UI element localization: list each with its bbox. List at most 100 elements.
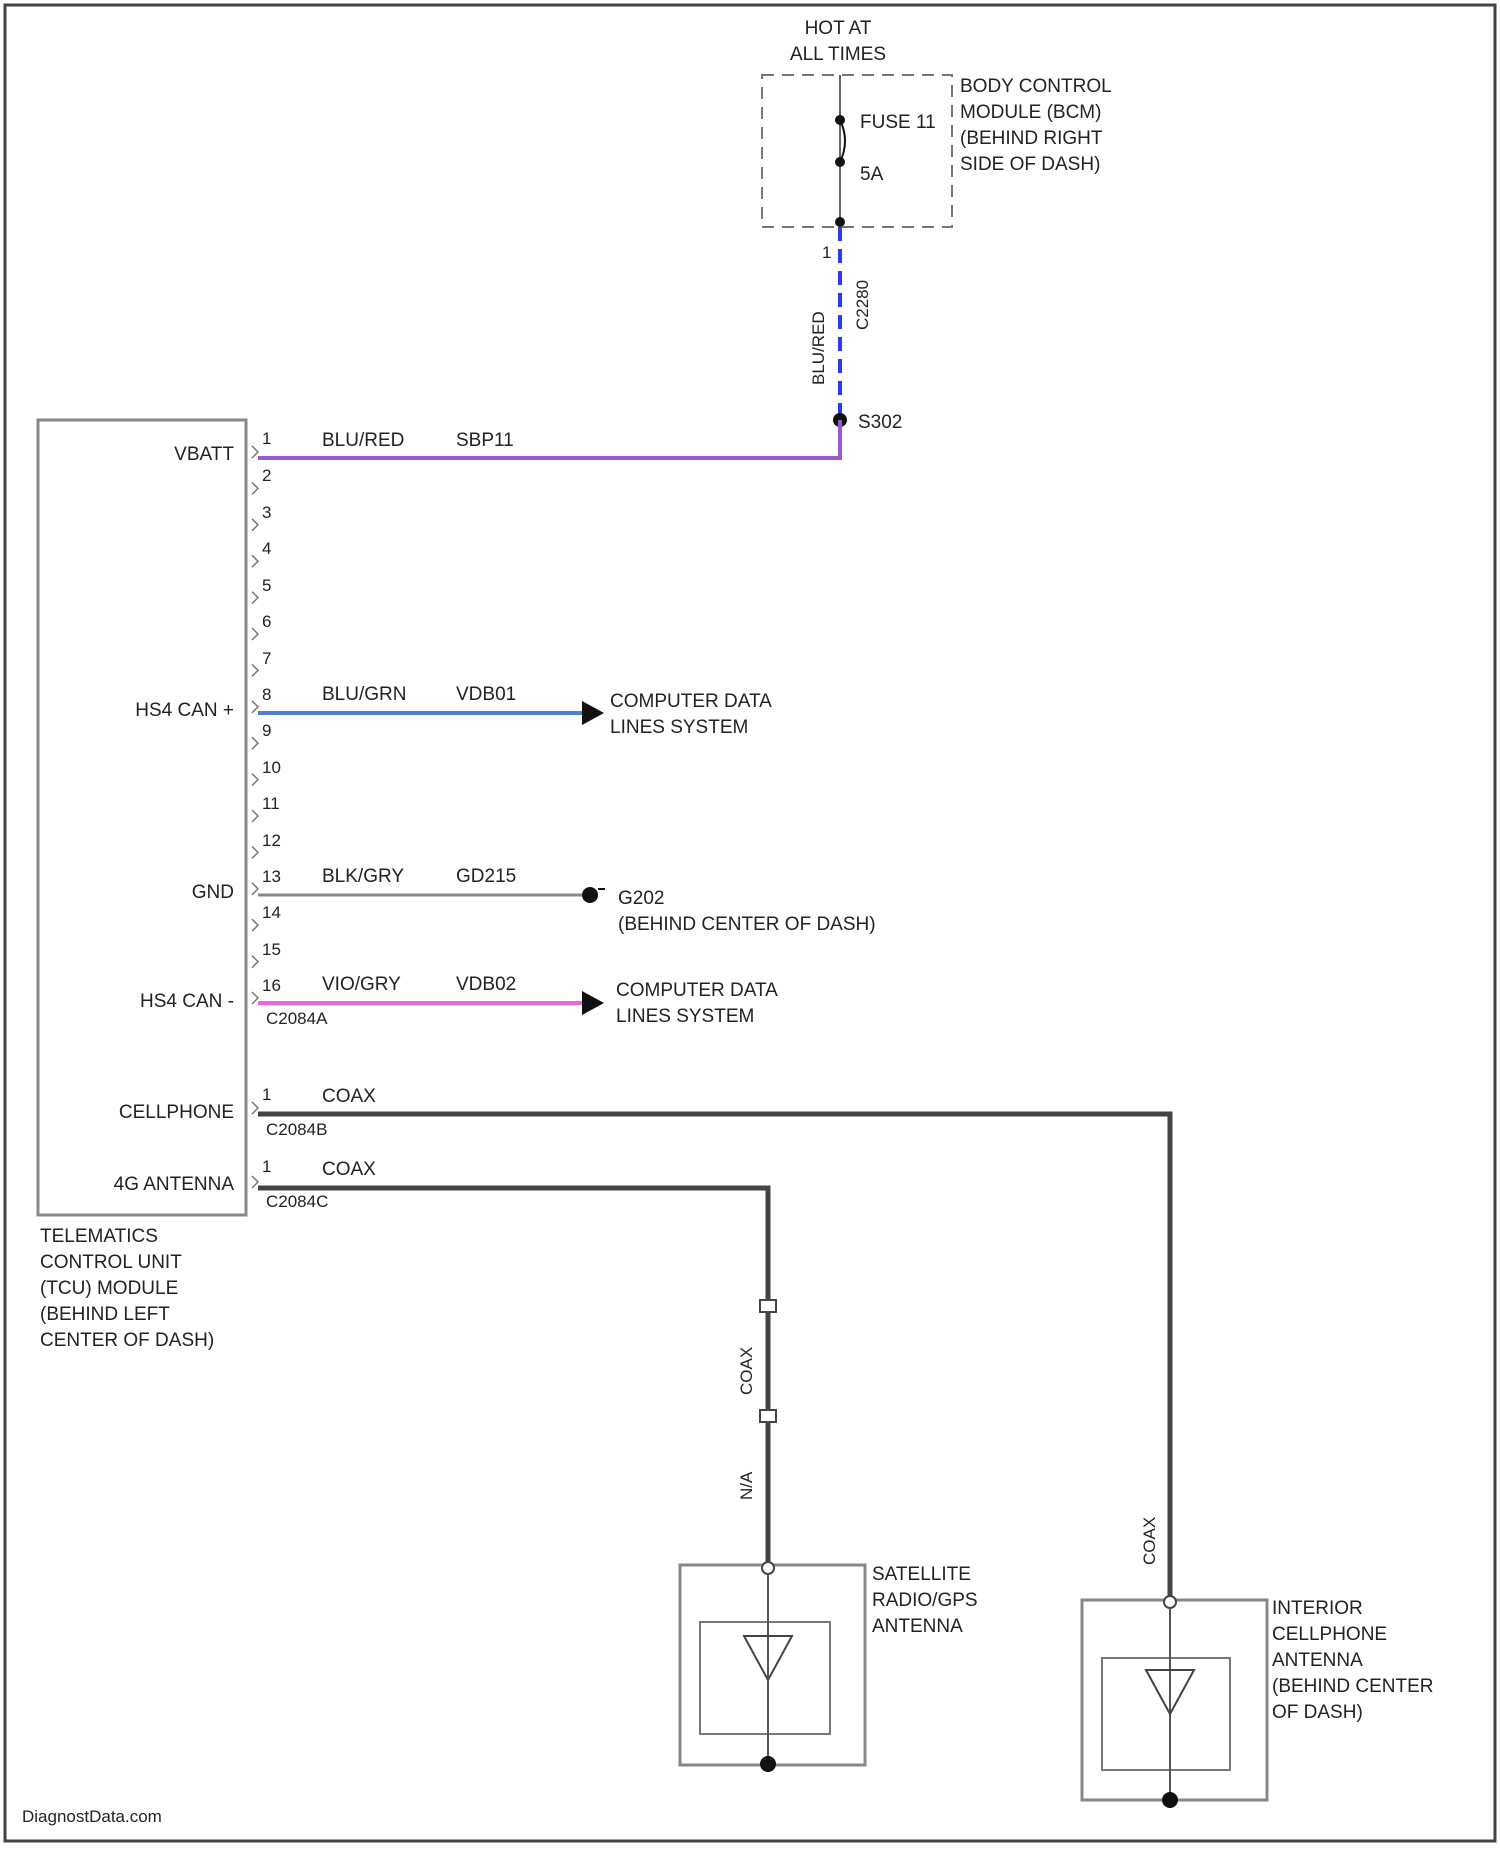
gnd-dest-line1: G202 — [618, 888, 664, 909]
pin-tick — [252, 446, 258, 458]
bcm-label-line1: BODY CONTROL — [960, 76, 1112, 97]
ground-dot-icon — [582, 887, 598, 903]
fuse-rating: 5A — [860, 164, 884, 185]
tcu-label-line1: TELEMATICS — [40, 1226, 158, 1247]
satellite-label-line3: ANTENNA — [872, 1616, 963, 1637]
pin-tick — [252, 701, 258, 713]
pin-number: 12 — [262, 831, 281, 850]
watermark: DiagnostData.com — [22, 1807, 162, 1826]
gnd-wire-color: BLK/GRY — [322, 866, 404, 887]
cellphone-ground-dot — [1162, 1792, 1178, 1808]
can-minus-wire-color: VIO/GRY — [322, 974, 401, 995]
can-plus-wire-color: BLU/GRN — [322, 684, 406, 705]
antenna-coax-wire — [258, 1188, 768, 1565]
pin-number: 5 — [262, 576, 271, 595]
tcu-label-line3: (TCU) MODULE — [40, 1278, 178, 1299]
bcm-label-line4: SIDE OF DASH) — [960, 154, 1100, 175]
vbatt-wire-color: BLU/RED — [322, 430, 404, 451]
pin-tick — [252, 1176, 258, 1188]
ant-coax-label: COAX — [322, 1159, 376, 1180]
can-plus-arrow-icon — [582, 701, 604, 725]
pin-label-can-plus: HS4 CAN + — [135, 700, 234, 721]
tcu-module-box — [38, 420, 246, 1215]
satellite-antenna-inner — [700, 1622, 830, 1734]
tcu-label-line2: CONTROL UNIT — [40, 1252, 182, 1273]
connector-pin-ticks — [252, 446, 258, 1188]
ant-pin-number: 1 — [262, 1157, 271, 1176]
can-minus-dest-line2: LINES SYSTEM — [616, 1006, 754, 1027]
bcm-pin-node — [835, 217, 845, 227]
pin-tick — [252, 992, 258, 1004]
pin-tick — [252, 628, 258, 640]
bcm-label-line2: MODULE (BCM) — [960, 102, 1101, 123]
pin-tick — [252, 1102, 258, 1114]
pin-label-vbatt: VBATT — [174, 444, 234, 465]
can-plus-circuit: VDB01 — [456, 684, 516, 705]
cell-vertical-label: COAX — [1140, 1517, 1159, 1565]
hot-label-line2: ALL TIMES — [790, 44, 886, 65]
satellite-label-line2: RADIO/GPS — [872, 1590, 978, 1611]
pin-label-gnd: GND — [192, 882, 234, 903]
cell-pin-number: 1 — [262, 1085, 271, 1104]
tcu-label-line4: (BEHIND LEFT — [40, 1304, 170, 1325]
pin-number: 11 — [262, 794, 280, 813]
pin-number: 13 — [262, 867, 281, 886]
vbatt-circuit: SBP11 — [456, 430, 514, 451]
cell-ant-label-line5: OF DASH) — [1272, 1702, 1363, 1723]
cell-coax-label: COAX — [322, 1086, 376, 1107]
pin-tick — [252, 555, 258, 567]
pin-tick — [252, 919, 258, 931]
pin-number: 14 — [262, 903, 281, 922]
pin-number: 15 — [262, 940, 281, 959]
fuse-name: FUSE 11 — [860, 112, 936, 133]
can-minus-arrow-icon — [582, 991, 604, 1015]
splice-label: S302 — [858, 412, 902, 433]
pin-tick — [252, 883, 258, 895]
pin-number: 9 — [262, 721, 271, 740]
ant-vertical-label-1: COAX — [737, 1347, 756, 1395]
pin-tick — [252, 774, 258, 786]
can-minus-dest-line1: COMPUTER DATA — [616, 980, 778, 1001]
pin-number: 6 — [262, 612, 271, 631]
bcm-pin-number: 1 — [822, 243, 831, 262]
pin-tick — [252, 810, 258, 822]
pin-tick — [252, 846, 258, 858]
pin-number: 8 — [262, 685, 271, 704]
pin-number: 4 — [262, 539, 271, 558]
vertical-wire-color: BLU/RED — [809, 311, 828, 385]
satellite-terminal — [762, 1562, 774, 1574]
inline-connector-2-icon — [760, 1410, 776, 1422]
pin-tick — [252, 956, 258, 968]
pin-label-can-minus: HS4 CAN - — [140, 991, 234, 1012]
pin-tick — [252, 592, 258, 604]
cell-ant-label-line1: INTERIOR — [1272, 1598, 1363, 1619]
cell-ant-label-line4: (BEHIND CENTER — [1272, 1676, 1434, 1697]
main-connector: C2084A — [266, 1009, 328, 1028]
can-plus-dest-line1: COMPUTER DATA — [610, 691, 772, 712]
antenna-connector: C2084C — [266, 1192, 328, 1211]
bcm-dashed-box — [762, 75, 952, 227]
cell-connector: C2084B — [266, 1120, 327, 1139]
pin-number: 3 — [262, 503, 271, 522]
bcm-label-line3: (BEHIND RIGHT — [960, 128, 1103, 149]
can-plus-dest-line2: LINES SYSTEM — [610, 717, 748, 738]
gnd-dest-line2: (BEHIND CENTER OF DASH) — [618, 914, 876, 935]
satellite-ground-dot — [760, 1756, 776, 1772]
pin-tick — [252, 664, 258, 676]
pin-number: 16 — [262, 976, 281, 995]
cellphone-terminal — [1164, 1596, 1176, 1608]
pin-number: 2 — [262, 466, 271, 485]
satellite-label-line1: SATELLITE — [872, 1564, 971, 1585]
gnd-circuit: GD215 — [456, 866, 516, 887]
pin-number: 1 — [262, 429, 271, 448]
pin-tick — [252, 737, 258, 749]
pin-number: 7 — [262, 649, 271, 668]
pin-tick — [252, 519, 258, 531]
pin-number: 10 — [262, 758, 281, 777]
pin-label-cellphone: CELLPHONE — [119, 1102, 234, 1123]
can-minus-circuit: VDB02 — [456, 974, 516, 995]
ant-vertical-label-2: N/A — [737, 1471, 756, 1500]
cellphone-antenna-inner — [1102, 1658, 1230, 1770]
